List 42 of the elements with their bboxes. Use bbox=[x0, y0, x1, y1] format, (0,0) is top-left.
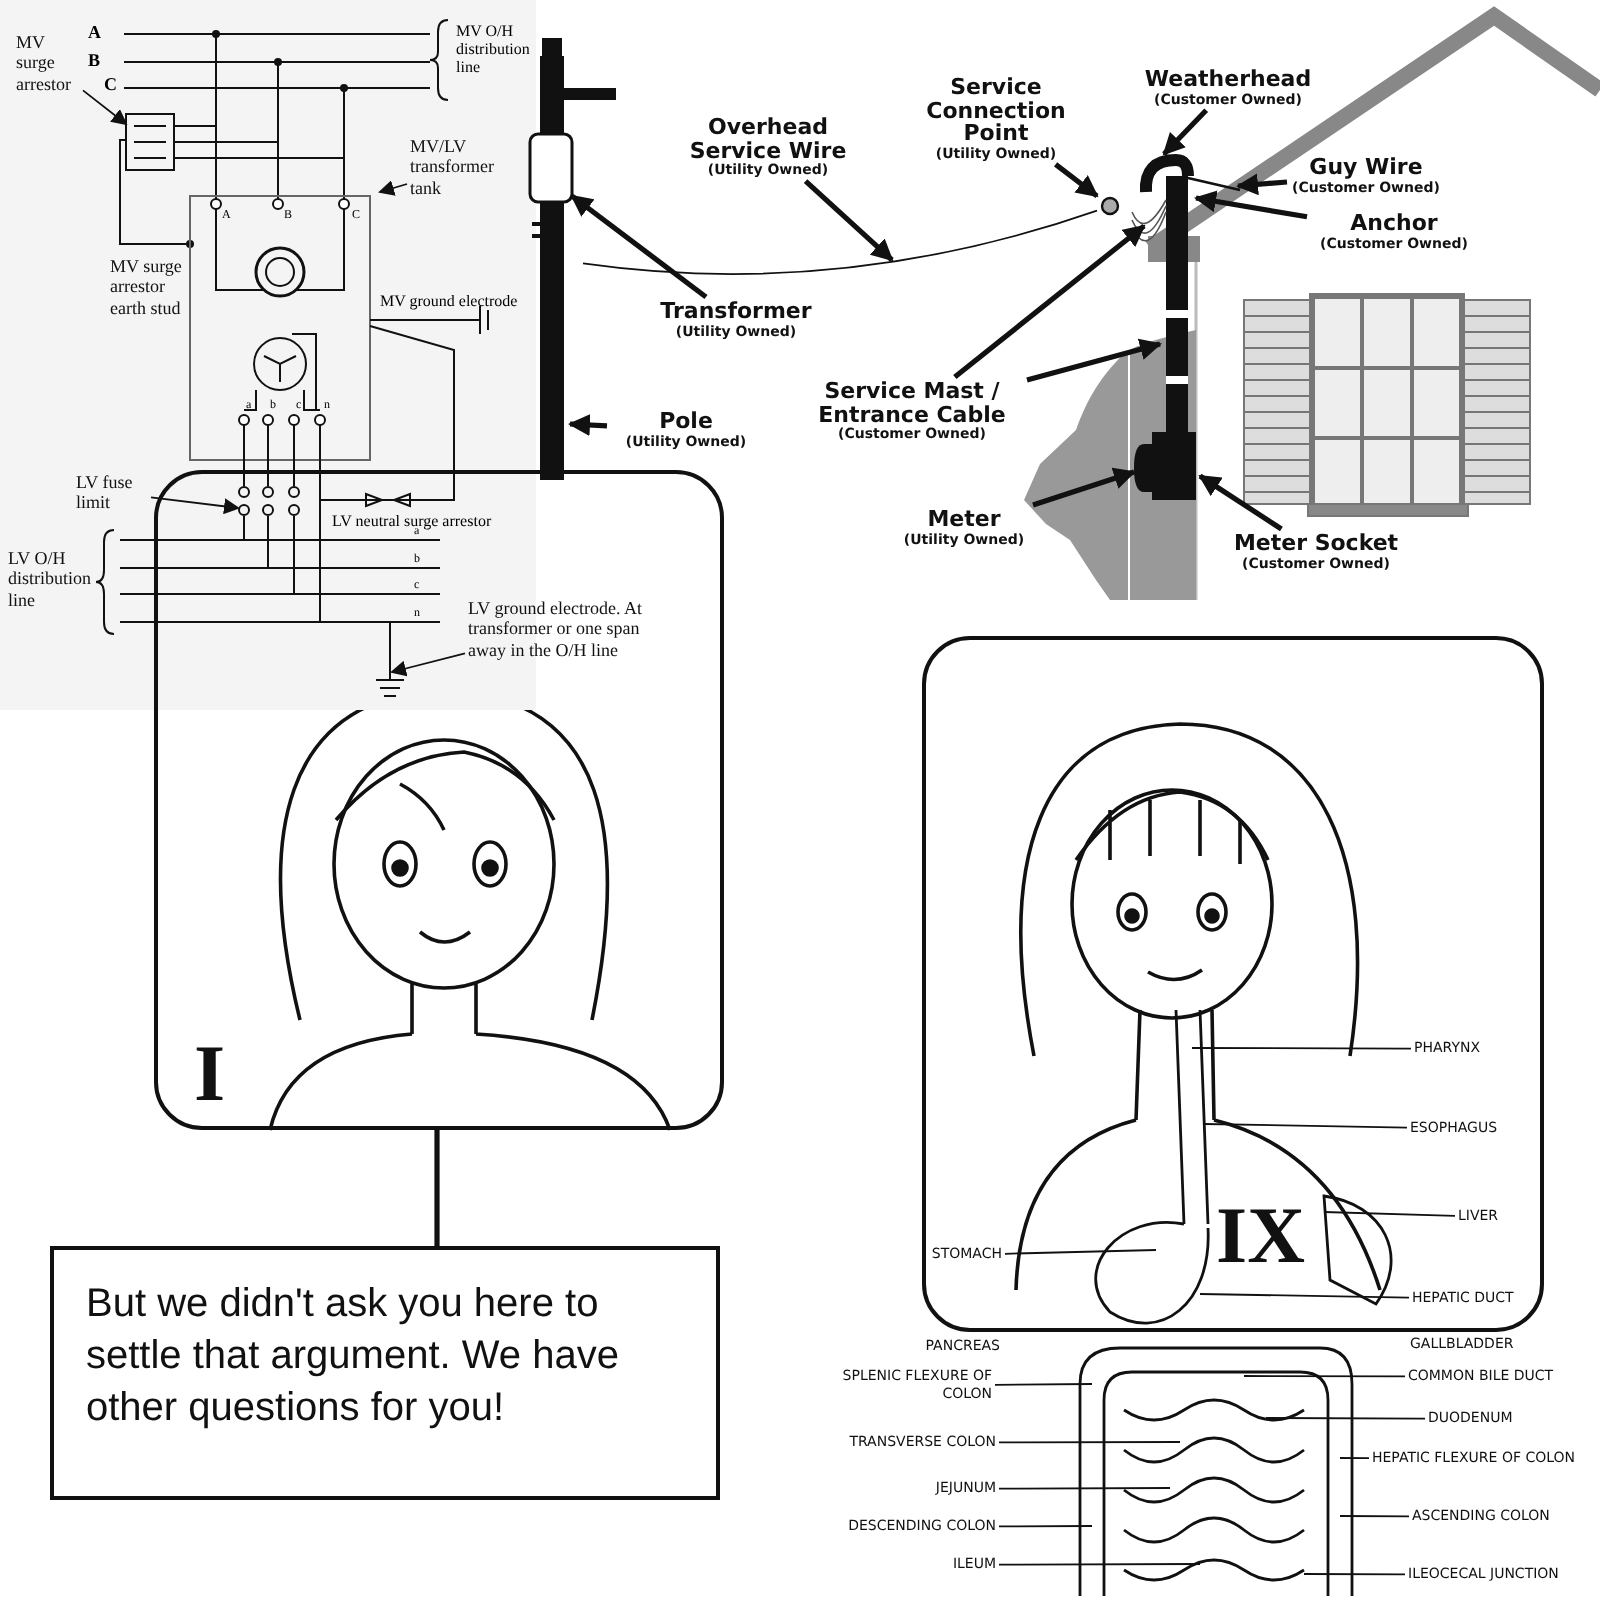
callout-label: LV fuse limit bbox=[76, 472, 148, 514]
arrow bbox=[568, 414, 608, 436]
connector-line bbox=[434, 1130, 440, 1246]
annotation-text: MV ground electrode bbox=[380, 292, 518, 311]
panel-numeral: I bbox=[194, 1034, 226, 1114]
speech-box bbox=[50, 1246, 720, 1500]
callout-label: Meter bbox=[925, 508, 1003, 532]
arrow bbox=[1162, 108, 1209, 156]
callout-label: Weatherhead bbox=[1142, 68, 1314, 92]
line-label: C bbox=[104, 76, 117, 94]
arrow bbox=[1198, 473, 1283, 532]
callout-label: Transformer bbox=[658, 300, 814, 324]
arrow bbox=[1026, 338, 1162, 383]
arrow bbox=[803, 179, 894, 262]
arrow bbox=[570, 193, 708, 300]
line-label: B bbox=[88, 52, 101, 70]
comic-panel bbox=[154, 470, 724, 1130]
callout-label: Overhead Service Wire bbox=[687, 116, 849, 163]
arrow bbox=[1236, 173, 1288, 196]
callout-label: MV/LV transformer tank bbox=[410, 136, 518, 199]
arrow bbox=[82, 89, 128, 126]
line-label: A bbox=[88, 24, 101, 42]
annotation-text: LV O/H distribution line bbox=[8, 548, 94, 611]
arrow bbox=[953, 223, 1146, 380]
wire bbox=[582, 209, 1098, 275]
arrow bbox=[390, 652, 466, 677]
annotation-text: MV surge arrestor earth stud bbox=[110, 256, 184, 319]
callout-label: Guy Wire bbox=[1307, 156, 1425, 180]
callout-label: LV ground electrode. At transformer or one span away in the O/H line bbox=[468, 598, 652, 661]
callout-label: Service Mast / Entrance Cable bbox=[816, 380, 1008, 427]
callout-label: Service Connection Point bbox=[924, 76, 1068, 146]
callout-label: Anchor bbox=[1348, 212, 1440, 236]
connector-line bbox=[1054, 162, 1099, 199]
speech-text: But we didn't ask you here to settle that argument. We have other questions for you! bbox=[86, 1282, 619, 1430]
annotation-text: MV O/H distribution line bbox=[456, 22, 532, 78]
callout-label: Pole bbox=[657, 410, 715, 434]
callout-label: MV surge arrestor bbox=[16, 32, 80, 95]
arrow bbox=[378, 180, 408, 196]
callout-label: Meter Socket bbox=[1231, 532, 1401, 556]
arrow bbox=[150, 496, 240, 515]
arrow bbox=[1194, 190, 1308, 220]
arrow bbox=[1032, 467, 1136, 508]
